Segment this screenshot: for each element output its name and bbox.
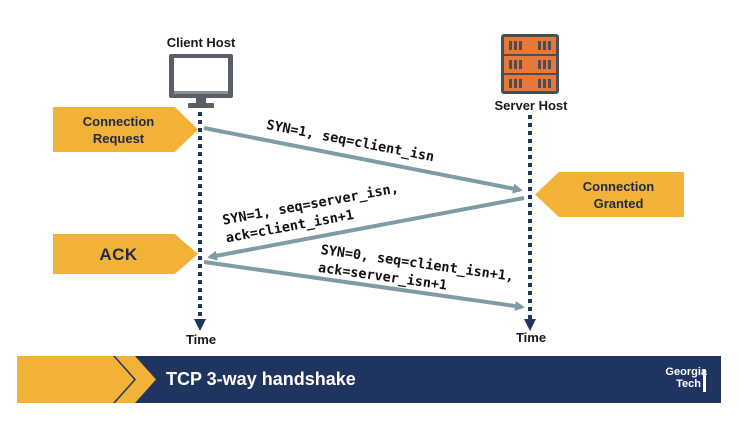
connection-request-line2: Request <box>92 130 145 146</box>
georgia-tech-logo: Georgia Tech <box>665 366 707 390</box>
synack-arrow <box>207 196 525 261</box>
server-time-label: Time <box>515 330 547 345</box>
connection-request-line1: Connection <box>82 113 155 129</box>
client-time-label: Time <box>185 332 217 347</box>
ack-callout: ACK <box>53 234 198 274</box>
connection-granted-callout: Connection Granted <box>535 172 684 217</box>
connection-request-callout: Connection Request <box>53 107 198 152</box>
ack-callout-label: ACK <box>99 244 138 264</box>
syn-arrow <box>203 126 523 194</box>
client-host-label: Client Host <box>166 35 236 50</box>
footer-title: TCP 3-way handshake <box>166 369 356 389</box>
logo-line2-text: Tech <box>676 378 701 390</box>
connection-granted-line1: Connection <box>582 178 655 194</box>
logo-line2: Tech <box>665 378 707 390</box>
server-icon <box>501 34 559 94</box>
server-host-label: Server Host <box>494 98 568 113</box>
connection-granted-line2: Granted <box>593 195 644 211</box>
logo-line1: Georgia <box>665 366 707 378</box>
monitor-icon <box>169 54 233 108</box>
footer-banner: TCP 3-way handshake Georgia Tech <box>17 356 721 403</box>
ack-arrow <box>203 260 525 311</box>
tech-tower-icon <box>703 370 706 392</box>
chevron-decoration <box>17 356 156 403</box>
